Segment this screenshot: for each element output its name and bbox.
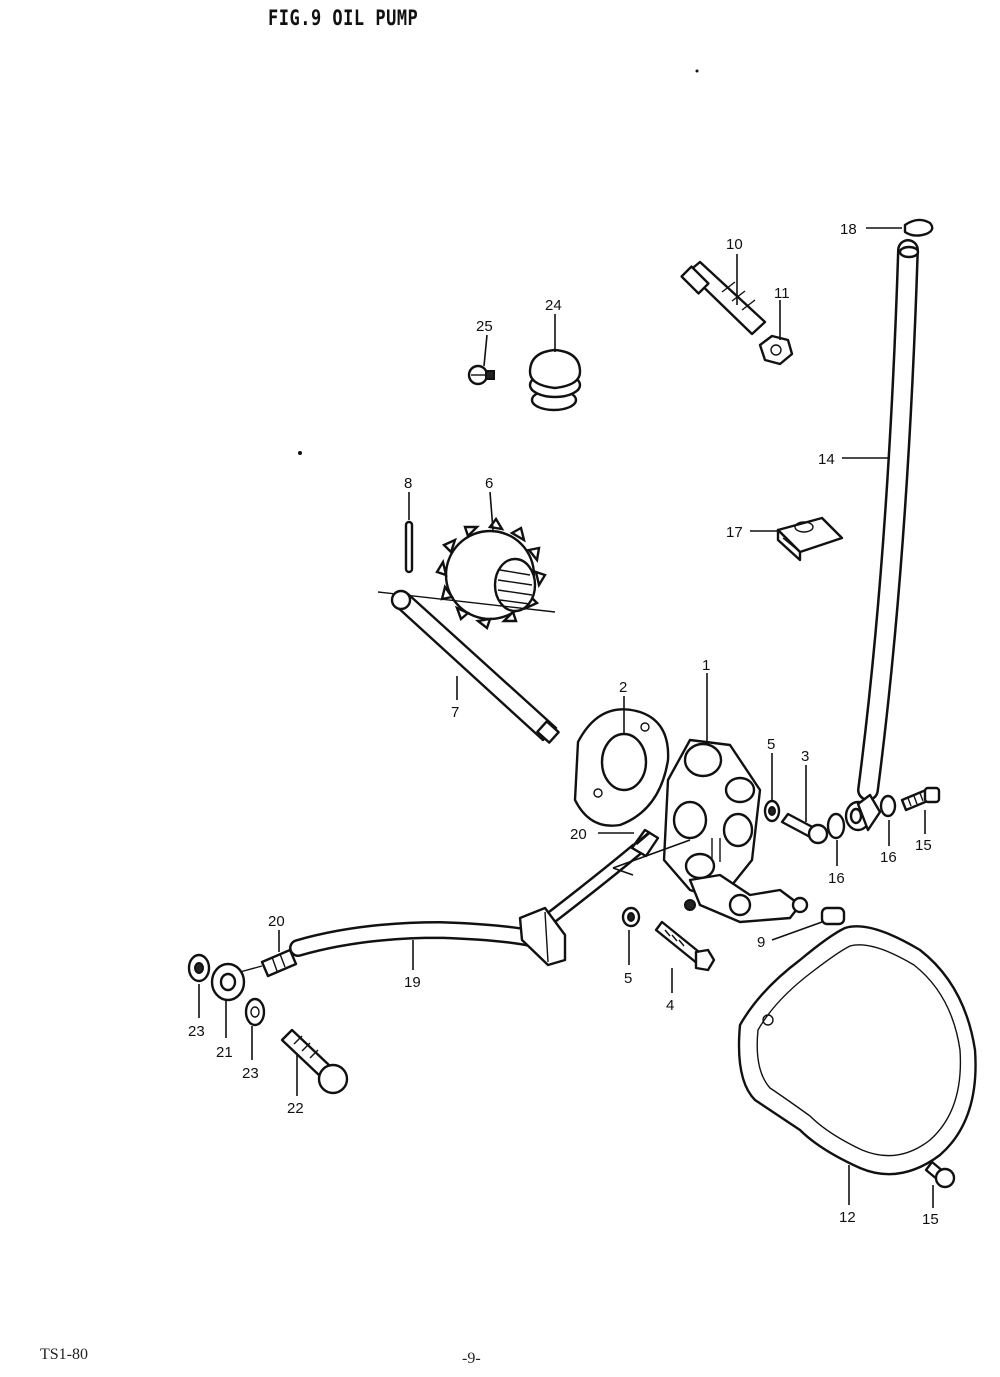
part-25-screw bbox=[467, 364, 495, 386]
part-14-oil-hose bbox=[857, 239, 920, 801]
callout-24: 24 bbox=[545, 297, 562, 314]
leader-lines bbox=[198, 227, 934, 1208]
part-5-washer-lower bbox=[621, 906, 641, 928]
part-6-drive-gear bbox=[435, 516, 547, 630]
callout-5-lower: 5 bbox=[624, 970, 632, 987]
callout-16-left: 16 bbox=[828, 870, 845, 887]
page-number: -9- bbox=[462, 1350, 481, 1367]
part-16-washer-left bbox=[826, 812, 846, 840]
callout-15-upper: 15 bbox=[915, 837, 932, 854]
callout-10: 10 bbox=[726, 236, 743, 253]
part-22-union-bolt bbox=[280, 1028, 349, 1095]
callout-19: 19 bbox=[404, 974, 421, 991]
scan-speck bbox=[298, 451, 302, 455]
callout-7: 7 bbox=[451, 704, 459, 721]
part-20-joint-lower bbox=[260, 948, 298, 978]
callout-6: 6 bbox=[485, 475, 493, 492]
callout-5-upper: 5 bbox=[767, 736, 775, 753]
callout-18: 18 bbox=[840, 221, 857, 238]
part-10-adjust-bolt bbox=[680, 260, 767, 336]
callout-12: 12 bbox=[839, 1209, 856, 1226]
callout-2: 2 bbox=[619, 679, 627, 696]
part-3-bolt bbox=[780, 812, 829, 845]
callout-21: 21 bbox=[216, 1044, 233, 1061]
callout-labels: 18 10 11 24 25 14 17 8 6 7 2 1 5 3 16 16… bbox=[188, 221, 939, 1228]
figure-title: FIG.9 OIL PUMP bbox=[268, 6, 419, 31]
callout-17: 17 bbox=[726, 524, 743, 541]
callout-23-left: 23 bbox=[188, 1023, 205, 1040]
callout-3: 3 bbox=[801, 748, 809, 765]
callout-4: 4 bbox=[666, 997, 674, 1014]
callout-11: 11 bbox=[774, 285, 790, 302]
callout-14: 14 bbox=[818, 451, 835, 468]
part-24-cap bbox=[528, 348, 582, 412]
part-21-banjo-union bbox=[210, 962, 263, 1002]
part-15-screw-lower bbox=[924, 1160, 956, 1189]
callout-9: 9 bbox=[757, 934, 765, 951]
callout-20-upper: 20 bbox=[570, 826, 587, 843]
callout-20-lower: 20 bbox=[268, 913, 285, 930]
part-23-washer-right bbox=[244, 997, 266, 1027]
callout-23-right: 23 bbox=[242, 1065, 259, 1082]
part-20-joint-upper bbox=[630, 828, 660, 858]
part-7-pump-shaft bbox=[377, 589, 560, 744]
part-8-pin bbox=[404, 520, 414, 574]
callout-1: 1 bbox=[702, 657, 710, 674]
part-11-lock-nut bbox=[758, 334, 794, 366]
part-9-plug bbox=[820, 906, 846, 926]
part-18-clip bbox=[903, 218, 934, 237]
part-12-pump-cover bbox=[737, 925, 977, 1176]
model-code: TS1-80 bbox=[40, 1346, 88, 1363]
part-16-washer-right bbox=[879, 794, 897, 818]
part-2-gasket bbox=[573, 708, 670, 827]
callout-22: 22 bbox=[287, 1100, 304, 1117]
banjo-fitting bbox=[844, 793, 882, 832]
callout-15-lower: 15 bbox=[922, 1211, 939, 1228]
callout-16-right: 16 bbox=[880, 849, 897, 866]
callout-8: 8 bbox=[404, 475, 412, 492]
part-17-hose-guide bbox=[776, 516, 844, 562]
scan-speck bbox=[695, 69, 699, 73]
callout-25: 25 bbox=[476, 318, 493, 335]
part-1-oil-pump-body bbox=[662, 738, 809, 924]
part-23-washer-left bbox=[187, 953, 211, 983]
part-4-bolt bbox=[654, 920, 716, 972]
part-19-oil-hose bbox=[289, 843, 643, 967]
part-15-union-bolt bbox=[900, 786, 941, 812]
part-5-washer-upper bbox=[763, 799, 781, 823]
